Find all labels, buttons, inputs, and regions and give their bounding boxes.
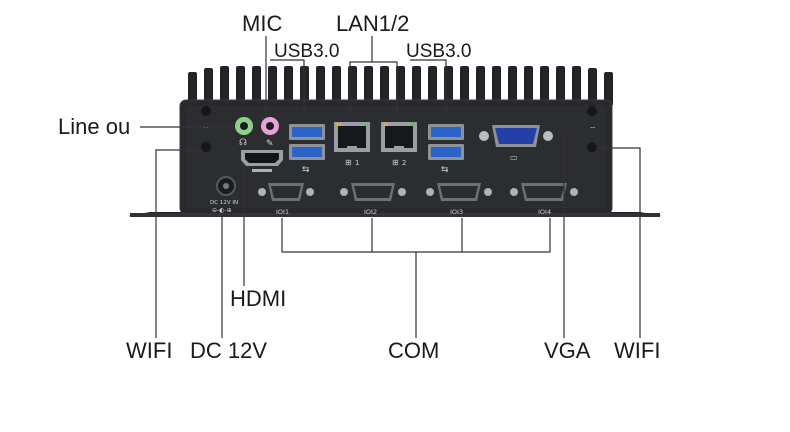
dc-jack — [216, 176, 236, 196]
heatsink-fins — [188, 66, 613, 106]
com-port-3-label: IOI3 — [450, 208, 463, 216]
leader-lines — [140, 36, 641, 338]
usb-icon-left: ⇆ — [302, 165, 310, 175]
dc-polarity-icon: ⊖-◐-⊕ — [212, 207, 232, 214]
com-port-3 — [426, 183, 492, 201]
mic-label: MIC — [242, 11, 283, 36]
lan-port-1 — [334, 122, 370, 152]
com-port-4 — [510, 183, 578, 201]
headphone-icon: ☊ — [239, 138, 247, 148]
hdmi-label: HDMI — [230, 286, 287, 311]
network-icon-1: ⊞ — [345, 158, 352, 167]
hdmi-icon — [252, 169, 272, 172]
com-label: COM — [388, 338, 440, 363]
lan-label: LAN1/2 — [336, 11, 410, 36]
com-port-2-label: IOI2 — [364, 208, 377, 216]
usb-port-right-top — [428, 124, 464, 140]
dc-in-text: DC 12V IN — [210, 200, 238, 206]
com-port-1-label: IOI1 — [276, 208, 289, 216]
panel-screws — [201, 106, 597, 152]
com-port-2 — [340, 183, 406, 201]
wifi-right-label: WIFI — [614, 338, 661, 363]
wifi-icon-left: ⌔ — [202, 125, 210, 134]
com-port-1 — [258, 183, 314, 201]
line-out-jack — [235, 117, 253, 135]
usb-port-right-bottom — [428, 144, 464, 160]
vga-label: VGA — [544, 338, 591, 363]
lan-port-2-label: 2 — [402, 159, 406, 167]
line-out-label: Line ou — [58, 114, 131, 139]
mic-jack — [261, 117, 279, 135]
usb-right-label: USB3.0 — [406, 41, 472, 62]
usb-port-left-bottom — [289, 144, 325, 160]
usb-port-left-top — [289, 124, 325, 140]
lan-port-2 — [381, 122, 417, 152]
lan-port-1-label: 1 — [355, 159, 359, 167]
com-port-4-label: IOI4 — [538, 208, 551, 216]
hdmi-port — [241, 150, 283, 166]
wifi-left-label: WIFI — [126, 338, 173, 363]
usb-left-label: USB3.0 — [274, 41, 340, 62]
monitor-icon: ▭ — [510, 153, 518, 162]
usb-icon-right: ⇆ — [441, 165, 449, 175]
network-icon-2: ⊞ — [392, 158, 399, 167]
microphone-icon: ✎ — [266, 139, 274, 149]
wifi-icon-right: ⌔ — [589, 125, 597, 134]
dc-label: DC 12V — [190, 338, 268, 363]
vga-port — [479, 125, 553, 147]
